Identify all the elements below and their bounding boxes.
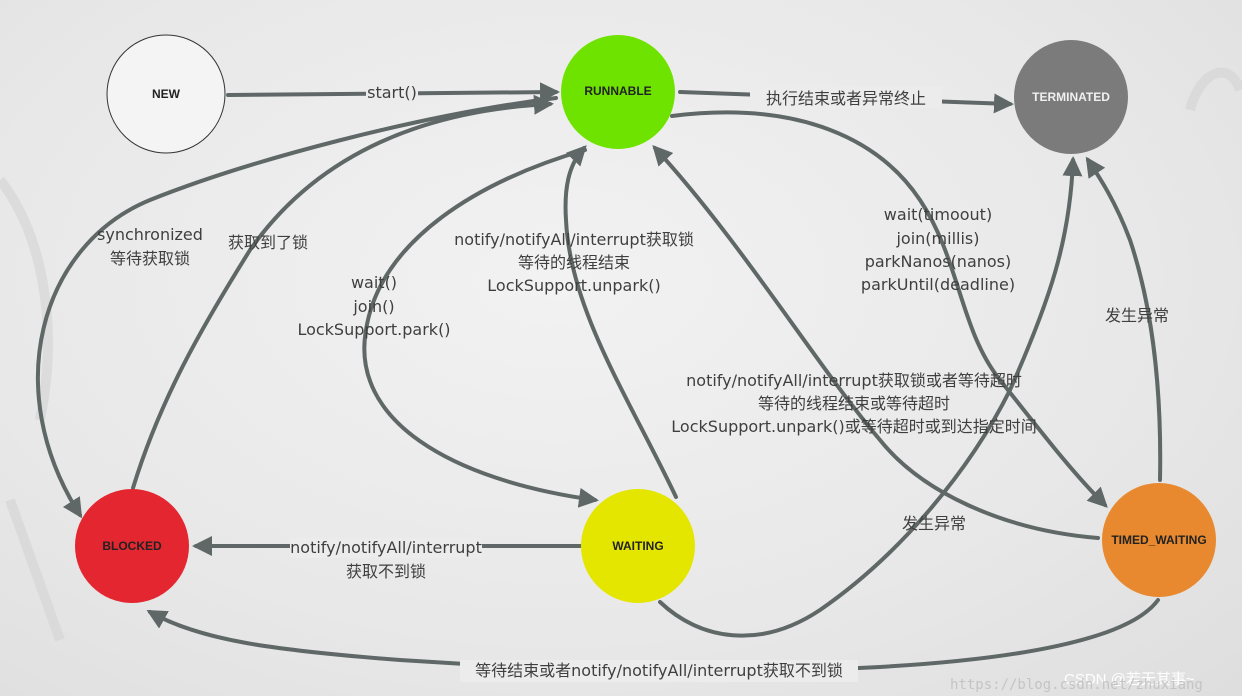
label-bottom: 等待结束或者notify/notifyAll/interrupt获取不到锁 [475, 661, 843, 680]
label-finish: 执行结束或者异常终止 [766, 89, 926, 108]
state-blocked: BLOCKED [75, 489, 189, 603]
label-exception-mid: 发生异常 [902, 514, 966, 533]
label-wait-2: join() [352, 297, 394, 316]
label-notify-1: notify/notifyAll/interrupt获取锁 [454, 230, 694, 249]
label-got-lock: 获取到了锁 [228, 233, 308, 252]
state-new-label: NEW [152, 87, 181, 101]
state-timed-waiting: TIMED_WAITING [1102, 483, 1216, 597]
label-timed-1: wait(timoout) [884, 205, 992, 224]
label-center-1: notify/notifyAll/interrupt获取锁或者等待超时 [686, 371, 1022, 390]
state-waiting: WAITING [581, 489, 695, 603]
state-terminated-label: TERMINATED [1032, 90, 1110, 104]
label-w2b-1: notify/notifyAll/interrupt [290, 538, 482, 557]
label-wait-1: wait() [351, 273, 397, 292]
label-sync-2: 等待获取锁 [110, 249, 190, 268]
state-terminated: TERMINATED [1014, 40, 1128, 154]
state-blocked-label: BLOCKED [102, 539, 162, 553]
label-timed-2: join(millis) [895, 229, 979, 248]
edge-runnable-to-timedwaiting [672, 112, 1105, 505]
label-timed-4: parkUntil(deadline) [861, 275, 1015, 294]
edge-blocked-to-runnable [133, 104, 550, 488]
label-timed-3: parkNanos(nanos) [865, 252, 1012, 271]
state-runnable-label: RUNNABLE [584, 84, 651, 98]
label-notify-2: 等待的线程结束 [518, 253, 630, 272]
label-w2b-2: 获取不到锁 [346, 562, 426, 581]
edge-waiting-to-runnable [566, 148, 676, 497]
state-timed-waiting-label: TIMED_WAITING [1111, 533, 1206, 547]
label-start: start() [367, 83, 417, 102]
label-sync-1: synchronized [97, 225, 203, 244]
label-center-3: LockSupport.unpark()或等待超时或到达指定时间 [671, 417, 1036, 436]
label-notify-3: LockSupport.unpark() [487, 276, 660, 295]
label-center-2: 等待的线程结束或等待超时 [758, 394, 950, 413]
label-wait-3: LockSupport.park() [297, 320, 450, 339]
edge-runnable-to-blocked [38, 98, 556, 515]
state-waiting-label: WAITING [612, 539, 663, 553]
state-runnable: RUNNABLE [561, 35, 675, 149]
label-exception-right: 发生异常 [1105, 306, 1169, 325]
state-new: NEW [107, 35, 225, 153]
url-watermark: https://blog.csdn.net/zhuxiang [950, 677, 1203, 693]
